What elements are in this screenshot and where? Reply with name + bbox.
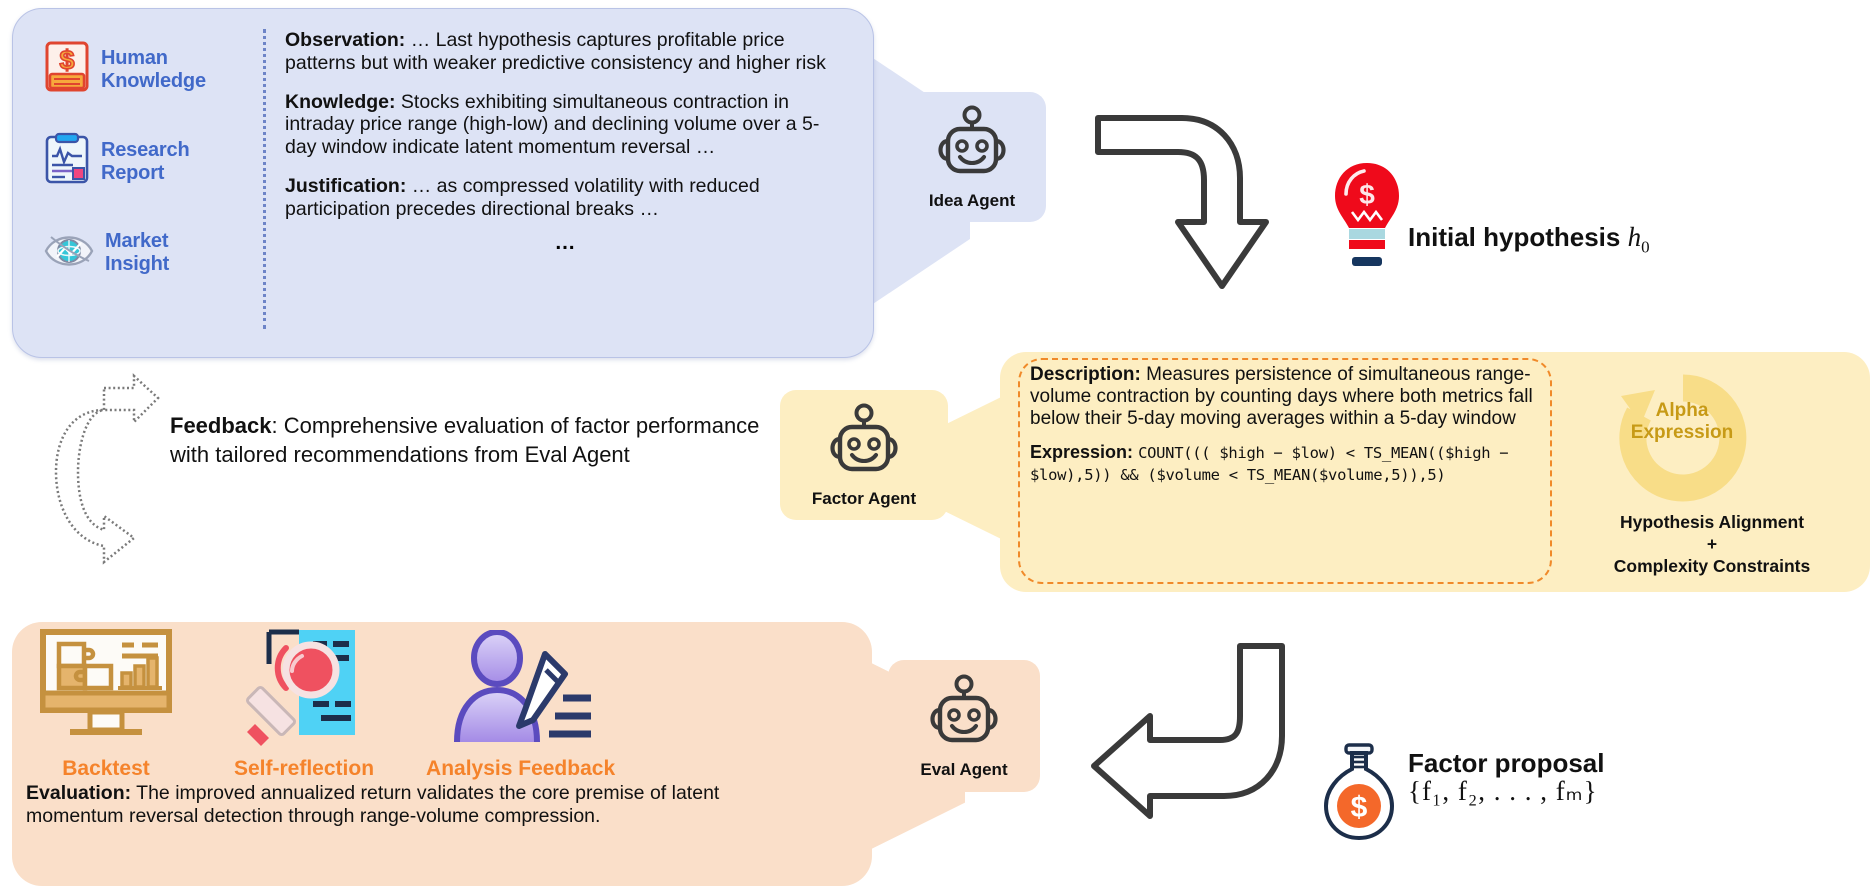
agent-card-idea[interactable]: Idea Agent xyxy=(898,92,1046,222)
eval-item-backtest[interactable]: Backtest xyxy=(30,628,182,781)
circular-refresh-icon xyxy=(1615,370,1751,506)
panel-divider xyxy=(263,29,266,329)
knowledge-ellipsis: … xyxy=(554,230,576,254)
entry-text-observation: … Last hypothesis captures profitable pr… xyxy=(285,29,826,74)
knowledge-entries: Observation: … Last hypothesis captures … xyxy=(285,29,845,255)
constraint-complexity: Complexity Constraints xyxy=(1613,555,1811,576)
factor-proposal-label: Factor proposal {f₁, f₂, . . . , fₘ} xyxy=(1408,748,1605,807)
factor-expression-label: Expression: xyxy=(1030,442,1134,463)
robot-icon xyxy=(921,673,1007,764)
agent-label-factor: Factor Agent xyxy=(811,488,917,508)
factor-expression-code: COUNT((( $high − $low) < TS_MEAN(($high … xyxy=(1030,444,1509,484)
factor-expression: Expression: COUNT((( $high − $low) < TS_… xyxy=(1030,442,1540,485)
entry-label-knowledge: Knowledge: xyxy=(285,90,396,113)
evaluation-text: The improved annualized return validates… xyxy=(26,782,720,828)
agent-card-factor[interactable]: Factor Agent xyxy=(780,390,948,520)
feedback-label: Feedback xyxy=(170,413,272,438)
initial-hypothesis-label: Initial hypothesis h0 xyxy=(1408,222,1650,257)
entry-label-observation: Observation: xyxy=(285,29,406,51)
elbow-arrow-left-icon xyxy=(1088,640,1288,825)
monitor-chart-icon xyxy=(30,628,182,753)
evaluation-summary: Evaluation: The improved annualized retu… xyxy=(26,782,726,829)
dotted-loop-arrow-icon xyxy=(38,372,168,572)
alpha-constraints: Hypothesis Alignment + Complexity Constr… xyxy=(1562,512,1862,578)
svg-text:$: $ xyxy=(1359,179,1375,210)
factor-details: Description: Measures persistence of sim… xyxy=(1030,364,1540,485)
svg-text:$: $ xyxy=(59,45,74,75)
elbow-arrow-down-icon xyxy=(1090,110,1275,310)
knowledge-entry-knowledge: Knowledge: Stocks exhibiting simultaneou… xyxy=(285,91,845,159)
clipboard-chart-icon xyxy=(43,132,91,191)
initial-hypothesis-text: Initial hypothesis xyxy=(1408,222,1621,252)
svg-text:$: $ xyxy=(1351,791,1368,824)
factor-description-text: Measures persistence of simultaneous ran… xyxy=(1030,364,1533,430)
eval-item-self-reflection[interactable]: Self-reflection xyxy=(234,628,374,781)
initial-hypothesis-symbol: h0 xyxy=(1627,222,1650,257)
eval-label-self-reflection: Self-reflection xyxy=(234,757,375,780)
eval-label-backtest: Backtest xyxy=(62,757,150,780)
eval-item-analysis-feedback[interactable]: Analysis Feedback xyxy=(426,629,616,781)
robot-icon xyxy=(929,104,1015,195)
factor-proposal-set: {f₁, f₂, . . . , fₘ} xyxy=(1408,776,1598,807)
factor-description: Description: Measures persistence of sim… xyxy=(1030,364,1540,430)
eval-icon-row: Backtest Self-reflection xyxy=(30,628,730,781)
knowledge-entry-observation: Observation: … Last hypothesis captures … xyxy=(285,29,845,75)
robot-icon xyxy=(821,402,907,493)
lightbulb-dollar-icon: $ xyxy=(1330,160,1404,275)
magnifier-document-icon xyxy=(239,628,369,753)
eval-label-analysis-feedback: Analysis Feedback xyxy=(426,757,616,780)
factor-description-label: Description: xyxy=(1030,364,1141,385)
feedback-body: : Comprehensive evaluation of factor per… xyxy=(170,413,760,467)
entry-text-knowledge: Stocks exhibiting simultaneous contracti… xyxy=(285,90,820,159)
agent-card-eval[interactable]: Eval Agent xyxy=(888,660,1040,792)
constraint-plus: + xyxy=(1706,533,1718,554)
factor-dashed-box xyxy=(1018,358,1552,584)
book-dollar-icon: $ xyxy=(43,41,91,98)
knowledge-entry-justification: Justification: … as compressed volatilit… xyxy=(285,175,845,221)
evaluation-label: Evaluation: xyxy=(26,782,132,804)
agent-label-eval: Eval Agent xyxy=(920,759,1008,779)
entry-text-justification: … as compressed volatility with reduced … xyxy=(285,175,760,220)
factor-proposal-text: Factor proposal xyxy=(1408,748,1605,778)
eye-globe-icon xyxy=(43,227,95,278)
entry-label-justification: Justification: xyxy=(285,175,407,198)
agent-label-idea: Idea Agent xyxy=(928,190,1016,210)
constraint-hypothesis-alignment: Hypothesis Alignment xyxy=(1619,512,1805,532)
flask-dollar-icon: $ xyxy=(1318,742,1400,847)
feedback-message: Feedback: Comprehensive evaluation of fa… xyxy=(170,412,780,469)
person-pen-icon xyxy=(445,629,597,753)
